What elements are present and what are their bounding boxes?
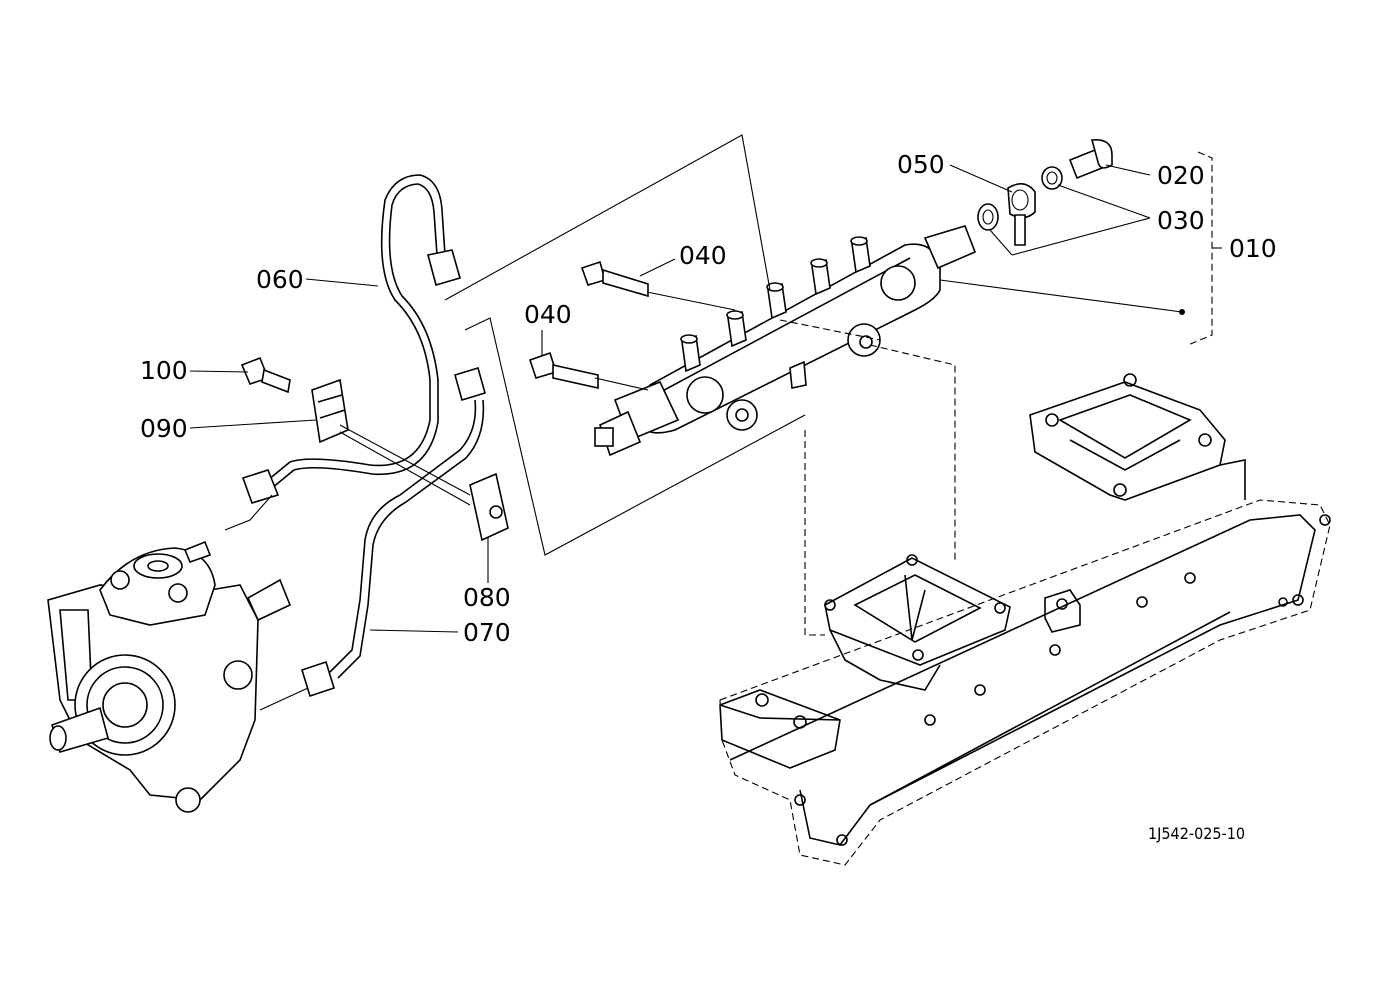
callout-060: 060 <box>256 265 304 294</box>
banjo-fitting-parts <box>977 138 1113 246</box>
leader-lines <box>189 164 1222 633</box>
manifold-boss <box>719 589 1081 769</box>
callout-100: 100 <box>140 356 188 385</box>
bolt-100 <box>240 356 291 394</box>
callout-040-upper: 040 <box>679 241 727 270</box>
rail-pressure-sensor <box>594 380 680 457</box>
supply-pump <box>47 540 292 813</box>
callout-090: 090 <box>140 414 188 443</box>
callout-050: 050 <box>897 150 945 179</box>
callout-070: 070 <box>463 618 511 647</box>
manifold-bolt-holes <box>794 514 1331 846</box>
intake-manifold <box>719 373 1331 866</box>
common-rail <box>594 225 977 457</box>
manifold-rear-flange <box>1029 373 1246 501</box>
callout-010: 010 <box>1229 234 1277 263</box>
pipe-060 <box>241 174 461 504</box>
pipe-070 <box>301 366 486 698</box>
callout-020: 020 <box>1157 161 1205 190</box>
group-bracket-010 <box>1187 151 1213 346</box>
callout-030: 030 <box>1157 206 1205 235</box>
rail-bolts <box>528 260 649 389</box>
rail-outlets <box>680 236 871 389</box>
clamp-090 <box>311 378 349 444</box>
figure-code: 1J542-025-10 <box>1148 824 1246 843</box>
clamp-080 <box>469 472 509 542</box>
callout-080: 080 <box>463 583 511 612</box>
callout-040-lower: 040 <box>524 300 572 329</box>
manifold-front-flange <box>824 554 1011 691</box>
